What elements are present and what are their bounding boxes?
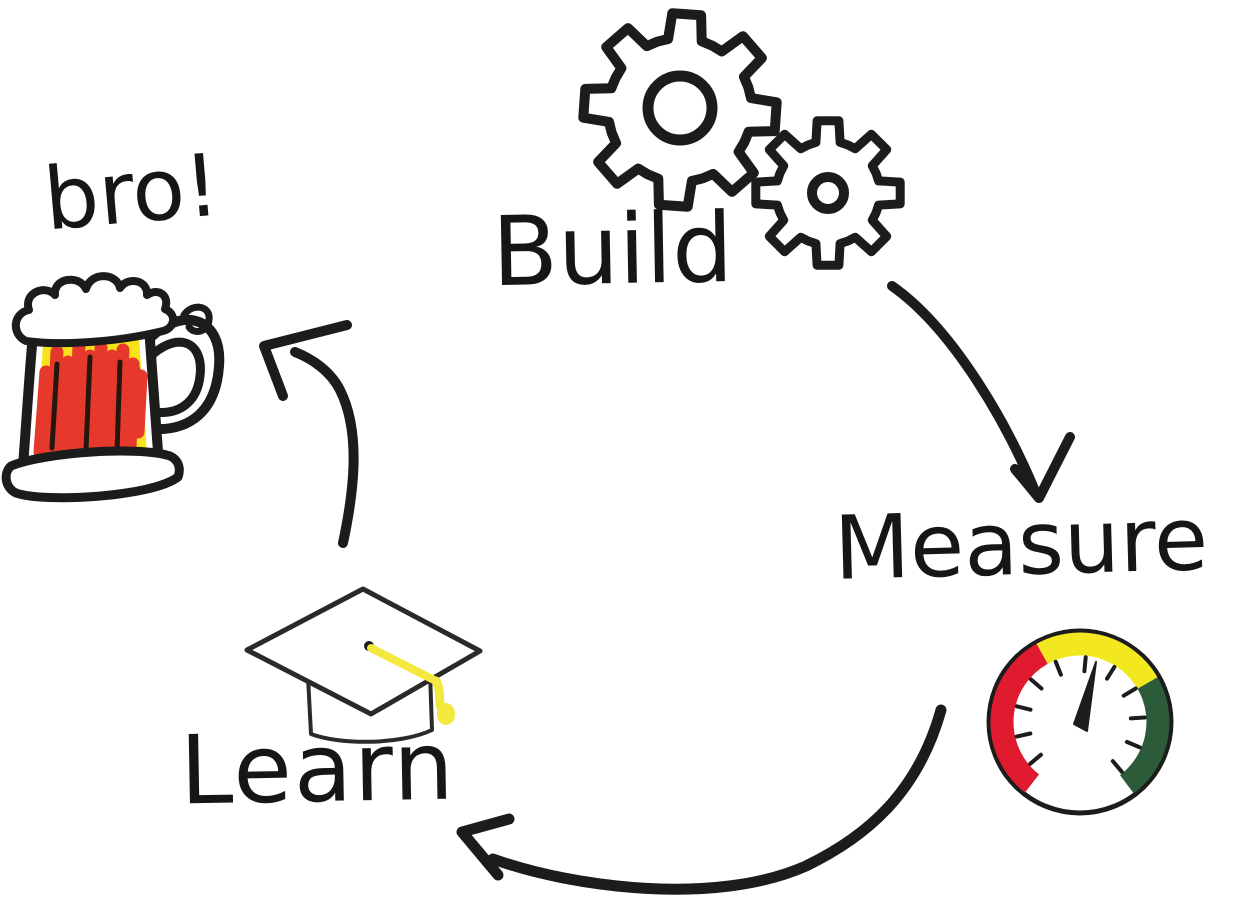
gauge-needle: [1073, 661, 1097, 732]
mug-foam: [11, 272, 177, 348]
gauge-red-zone: [990, 643, 1049, 793]
arrow-shaft: [887, 281, 1040, 496]
tassel-tip: [437, 703, 455, 725]
gauge-icon: [986, 628, 1174, 816]
mug-handle-curl: [180, 303, 213, 335]
large-gear-hole: [642, 70, 718, 146]
arrow-head: [259, 320, 352, 401]
arrow-shaft: [487, 704, 947, 895]
gears-icon: [578, 8, 905, 270]
arrow-shaft: [290, 347, 359, 548]
arrow-head: [456, 813, 515, 881]
gauge-green-zone: [1119, 677, 1170, 794]
celebrate-label: bro!: [39, 135, 224, 251]
beer-mug-icon: [1, 272, 225, 503]
build-label: Build: [491, 191, 734, 309]
mug-base: [1, 446, 184, 503]
mug-handle-outer: [144, 315, 225, 435]
small-gear-hole: [807, 172, 849, 214]
learn-label: Learn: [179, 711, 457, 827]
learn-to-celebrate-arrow: [259, 320, 359, 548]
gauge-yellow-zone: [1036, 632, 1158, 690]
mug-handle: [144, 303, 225, 435]
mug-beer-dark-streaks: [49, 354, 123, 455]
arrow-head: [1010, 432, 1075, 503]
build-to-measure-arrow: [887, 281, 1075, 503]
measure-label: Measure: [832, 487, 1210, 600]
mug-handle-inner: [148, 337, 205, 417]
measure-to-learn-arrow: [456, 704, 947, 895]
tassel-cord-top: [367, 644, 440, 685]
graduation-cap-icon: [244, 586, 483, 744]
cap-board: [244, 586, 483, 717]
gauge-ticks: [1014, 655, 1147, 774]
